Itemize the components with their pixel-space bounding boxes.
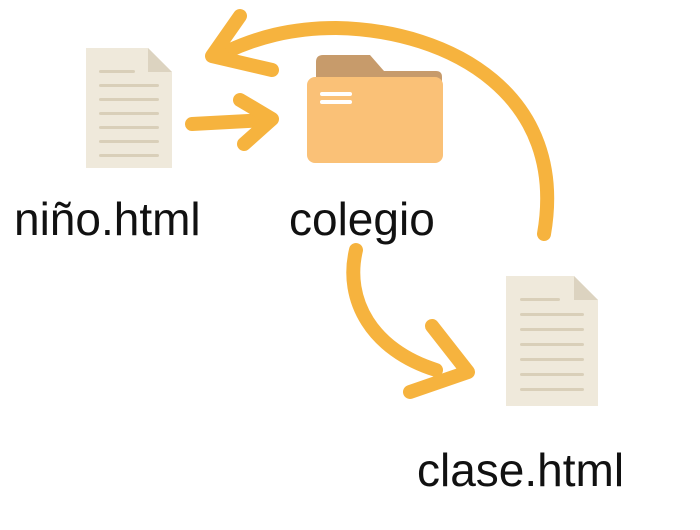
arrow-clase-to-nino xyxy=(205,9,555,241)
clase-file-label: clase.html xyxy=(417,444,625,496)
clase-document-icon xyxy=(506,276,598,406)
arrow-colegio-to-clase xyxy=(346,243,475,399)
folder-icon xyxy=(307,55,443,163)
colegio-folder-label: colegio xyxy=(289,193,435,245)
arrow-nino-to-colegio xyxy=(185,93,279,151)
nino-file-label: niño.html xyxy=(14,193,201,245)
nino-document-icon xyxy=(86,48,172,168)
